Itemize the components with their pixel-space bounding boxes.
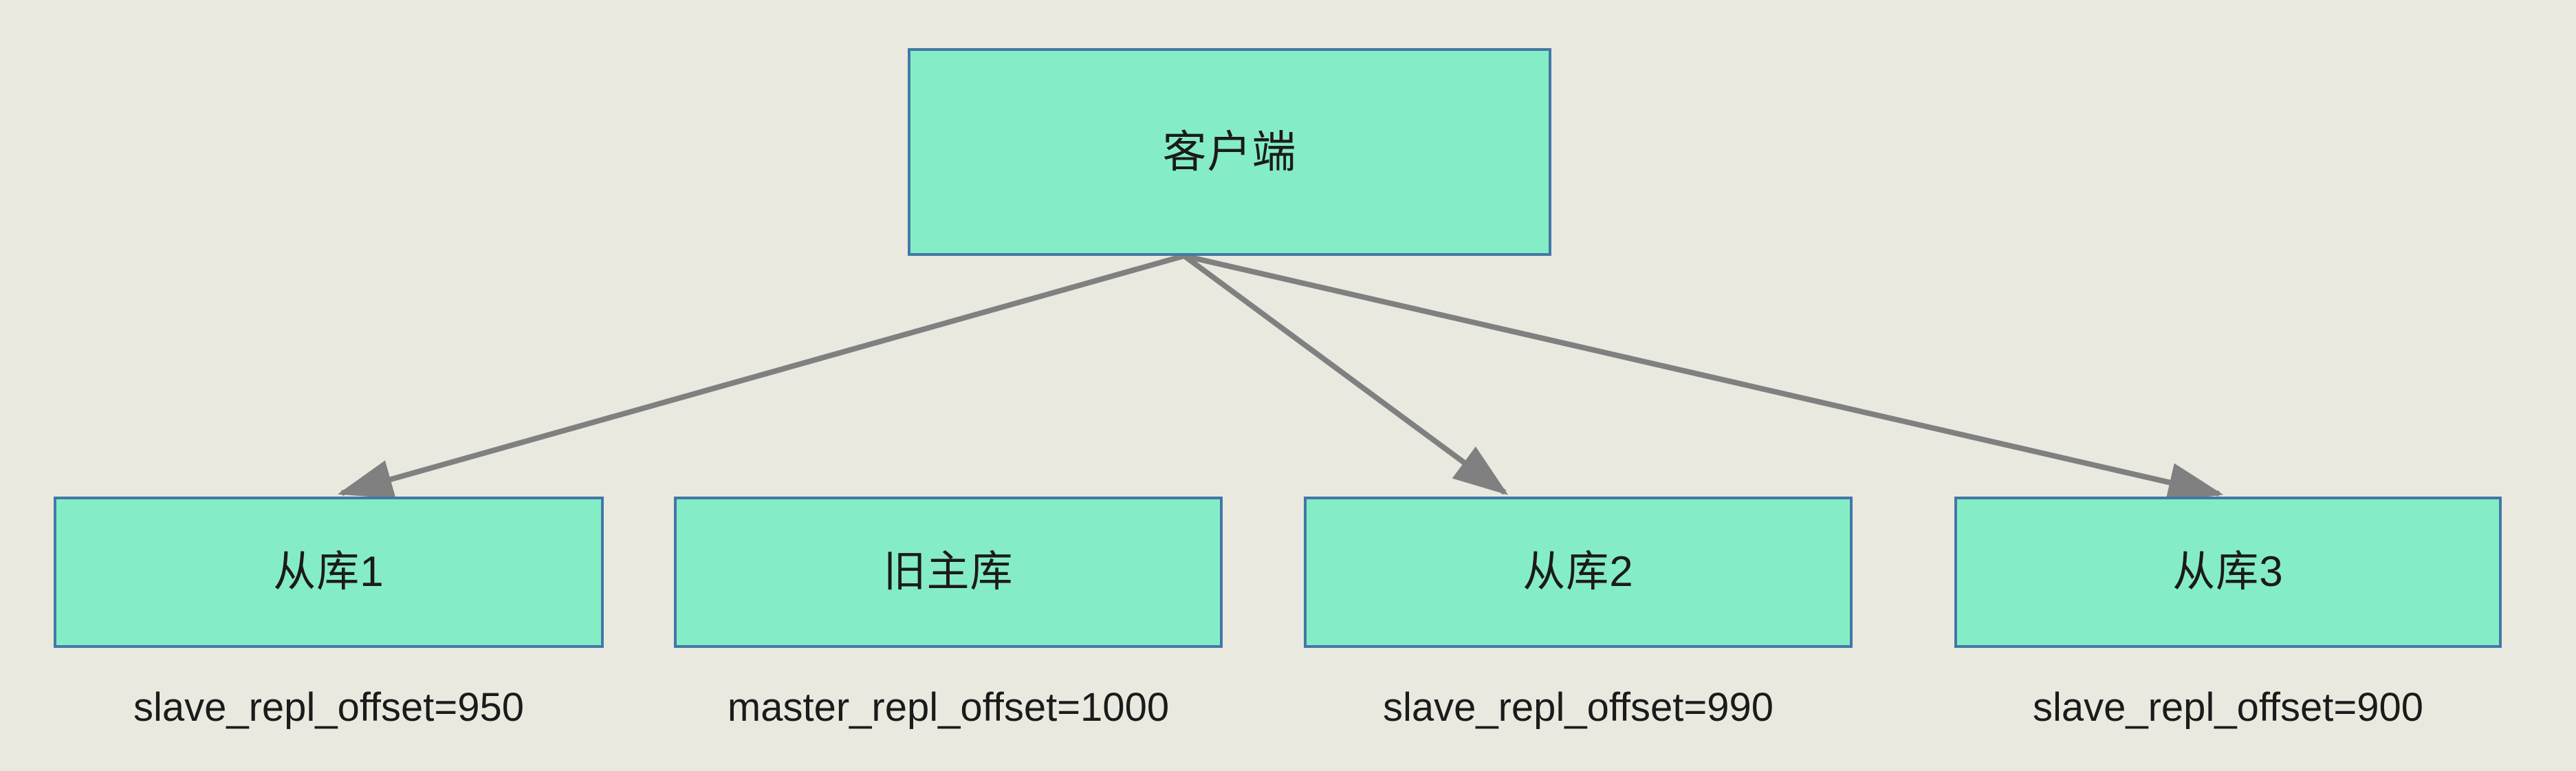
offset-label-slave3: slave_repl_offset=900 bbox=[2032, 685, 2424, 730]
offset-label-slave2: slave_repl_offset=990 bbox=[1382, 685, 1774, 730]
edge-client-to-slave2 bbox=[1182, 253, 1509, 495]
node-client[interactable]: 客户端 bbox=[908, 48, 1551, 256]
node-slave3[interactable]: 从库3 bbox=[1954, 497, 2502, 648]
node-old-master-label: 旧主库 bbox=[883, 548, 1014, 596]
node-client-label: 客户端 bbox=[1162, 127, 1297, 177]
node-slave1-label: 从库1 bbox=[273, 548, 384, 596]
node-slave2[interactable]: 从库2 bbox=[1304, 497, 1853, 648]
node-slave1[interactable]: 从库1 bbox=[54, 497, 604, 648]
offset-label-old-master: master_repl_offset=1000 bbox=[727, 685, 1170, 730]
node-old-master[interactable]: 旧主库 bbox=[674, 497, 1223, 648]
edge-client-to-slave3 bbox=[1183, 253, 2224, 502]
node-slave2-label: 从库2 bbox=[1522, 548, 1634, 596]
edge-client-to-slave1 bbox=[337, 253, 1186, 499]
offset-label-slave1: slave_repl_offset=950 bbox=[133, 685, 525, 730]
node-slave3-label: 从库3 bbox=[2172, 548, 2284, 596]
